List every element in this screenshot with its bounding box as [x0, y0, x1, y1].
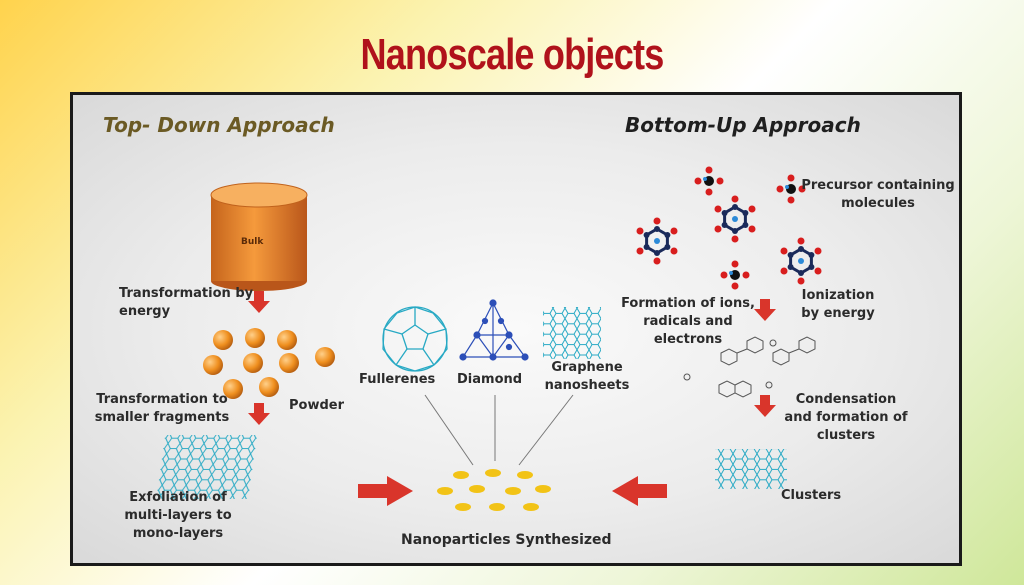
ionization-label: Ionization by energy — [801, 288, 875, 321]
powder-label: Powder — [289, 398, 345, 413]
ions-radicals-icon — [683, 336, 816, 398]
precursor-label: Precursor containing molecules — [801, 178, 955, 211]
ions-label: Formation of ions, radicals and electron… — [621, 296, 755, 347]
condensation-label: Condensation and formation of clusters — [784, 392, 908, 443]
top-down-heading: Top- Down Approach — [103, 113, 335, 137]
fullerenes-label: Fullerenes — [359, 372, 436, 387]
arrow-down-icon — [248, 403, 270, 425]
clusters-label: Clusters — [781, 488, 842, 503]
diagram-artwork — [156, 166, 823, 511]
bulk-cylinder-icon — [210, 182, 308, 291]
step-exfoliation: Exfoliation of multi-layers to mono-laye… — [124, 490, 232, 541]
converging-lines — [424, 394, 574, 466]
diagram-panel: Top- Down Approach Bottom-Up Approach Bu… — [70, 92, 962, 566]
step-smaller-fragments: Transformation to smaller fragments — [94, 392, 230, 425]
powder-spheres-icon — [203, 328, 335, 399]
diamond-label: Diamond — [457, 372, 523, 387]
graphene-nanosheet-icon — [543, 307, 601, 359]
graphene-label: Graphene nanosheets — [544, 360, 630, 393]
fullerene-icon — [382, 306, 448, 372]
step-transformation-energy: Transformation by energy — [119, 286, 254, 319]
bulk-label: Bulk — [241, 237, 264, 247]
bottom-up-heading: Bottom-Up Approach — [625, 113, 861, 137]
clusters-icon — [715, 449, 787, 489]
nanoparticles-label: Nanoparticles Synthesized — [401, 532, 612, 548]
diamond-lattice-icon — [459, 299, 529, 361]
page-title: Nanoscale objects — [360, 30, 665, 79]
arrow-down-icon — [754, 395, 776, 417]
nanoparticles-icon — [437, 469, 551, 511]
multilayer-graphene-icon — [156, 435, 258, 499]
arrow-right-icon — [358, 476, 413, 506]
arrow-left-icon — [612, 476, 667, 506]
